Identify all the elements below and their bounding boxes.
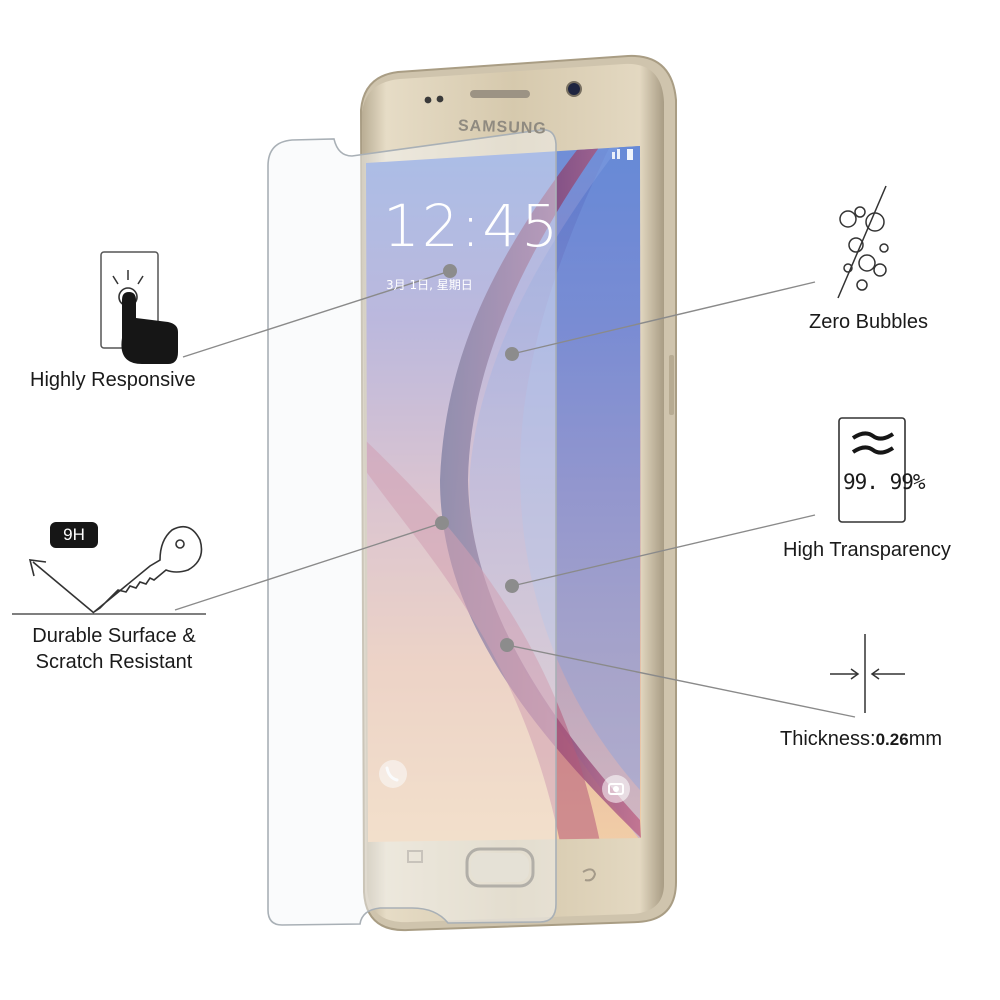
hardness-badge: 9H xyxy=(50,522,98,548)
power-button xyxy=(669,355,674,415)
callout-dot xyxy=(500,638,514,652)
callout-dot xyxy=(505,347,519,361)
thickness-prefix: Thickness: xyxy=(780,728,876,750)
feature-label-durable-line2: Scratch Resistant xyxy=(35,651,193,673)
thickness-value: 0.26 xyxy=(875,730,909,749)
key-scratch-icon xyxy=(12,525,206,615)
sensor-dot xyxy=(424,96,432,104)
wallpaper-waves xyxy=(366,146,641,842)
phone xyxy=(359,54,677,932)
callout-dot xyxy=(435,516,449,530)
feature-label-transparency: High Transparency xyxy=(783,539,951,561)
feature-label-durable-line1: Durable Surface & xyxy=(32,625,196,647)
back-key xyxy=(582,868,597,882)
sensor-dot xyxy=(436,95,444,103)
battery-icon xyxy=(627,149,633,160)
callout-dot xyxy=(505,579,519,593)
glass-protector xyxy=(267,128,557,926)
leader-line-bubbles xyxy=(511,281,816,355)
front-camera xyxy=(566,81,582,97)
touch-finger-icon xyxy=(100,251,178,364)
feature-label-thickness: Thickness:0.26mm xyxy=(780,728,942,751)
transparency-percent: 99. 99% xyxy=(843,470,926,494)
lockscreen-date: 3月 1日, 星期日 xyxy=(386,278,473,292)
thickness-arrows-icon xyxy=(830,634,905,713)
leader-line-thickness xyxy=(506,644,856,718)
bubbles-icon xyxy=(837,185,889,299)
home-button xyxy=(465,847,535,888)
feature-label-bubbles: Zero Bubbles xyxy=(809,311,928,333)
callout-dots xyxy=(435,264,519,652)
earpiece-grille xyxy=(470,90,530,98)
transparency-card-icon xyxy=(838,417,906,523)
feature-label-responsive: Highly Responsive xyxy=(30,369,196,391)
recent-apps-key xyxy=(407,850,423,863)
callout-lines xyxy=(174,270,856,718)
lockscreen-clock: 12:45 xyxy=(383,192,561,260)
brand-logo: SAMSUNG xyxy=(457,117,548,138)
thickness-unit: mm xyxy=(908,728,943,750)
leader-line-responsive xyxy=(182,270,451,358)
leader-line-transparency xyxy=(511,514,816,587)
signal-icon xyxy=(612,152,615,159)
leader-line-durable xyxy=(174,522,443,611)
callout-dot xyxy=(443,264,457,278)
